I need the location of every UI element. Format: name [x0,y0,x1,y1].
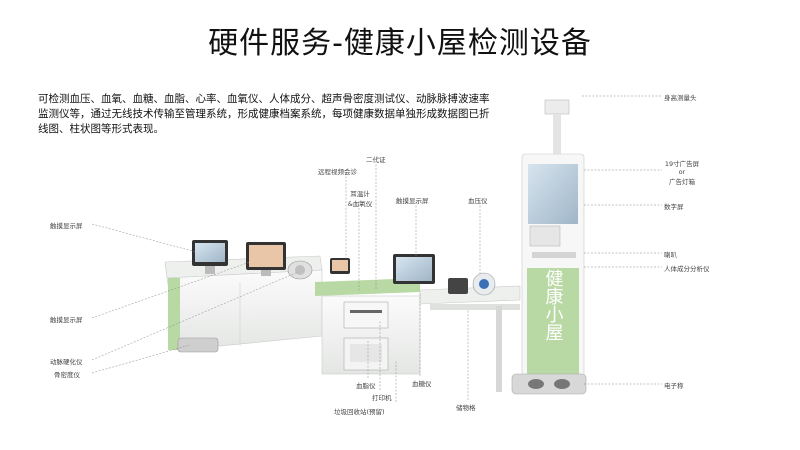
label-touch-mid: 触摸显示屏 [396,197,429,205]
arterio-device [287,260,313,280]
bone-density-device [177,337,219,353]
label-remote-consult: 远程视频会诊 [318,168,357,176]
bp-device [448,272,496,296]
label-bp: 血压仪 [468,197,488,205]
health-kiosk: 健康小屋 [511,99,587,395]
description-text: 可检测血压、血氧、血糖、血脂、心率、血氧仪、人体成分、超声骨密度测试仪、动脉脉搏… [38,93,490,135]
label-trash: 垃圾回收站(预留) [334,408,385,416]
remote-consult-camera [330,258,350,274]
leader-lines [91,95,662,402]
label-bone-density: 骨密度仪 [54,371,80,379]
label-printer: 打印机 [372,394,392,402]
label-height-head: 身高测量头 [664,94,697,102]
right-counter [419,285,521,392]
label-body-composition: 人体成分分析仪 [664,265,710,273]
label-ad-screen: 19寸广告屏 or 广告灯箱 [664,160,700,186]
mid-touch-monitor [393,254,435,284]
center-left-touch-monitor [246,242,286,276]
label-touch-left-bottom: 触摸显示屏 [50,316,83,324]
label-glucose: 血糖仪 [412,380,432,388]
middle-cabinet [315,278,421,375]
page-title: 硬件服务-健康小屋检测设备 [208,26,592,61]
label-ear-thermometer: 耳温计 &血氧仪 [347,190,373,208]
label-storage: 储物格 [456,404,476,412]
label-id-card: 二代证 [366,156,386,164]
label-speaker: 喇叭 [664,251,677,259]
left-touch-monitor [192,240,228,274]
label-scale: 电子称 [664,382,684,390]
kiosk-brand-text: 健康小屋 [543,269,564,341]
label-lipid: 血脂仪 [356,382,376,390]
label-touch-left-top: 触摸显示屏 [50,222,83,230]
label-digital-screen: 数字屏 [664,203,684,211]
label-arteriosclerosis: 动脉硬化仪 [50,358,83,366]
